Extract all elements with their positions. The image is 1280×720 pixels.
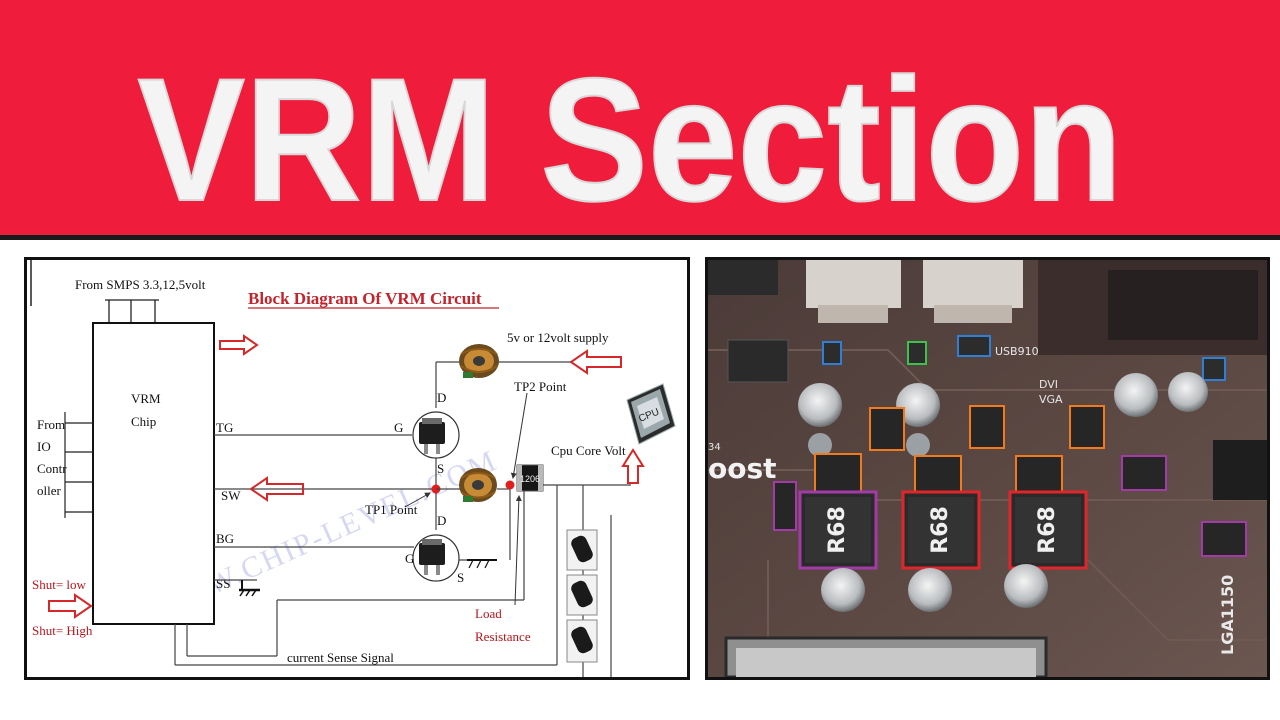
load-label-1: Load [475,606,502,621]
low-side-source-label: S [457,570,464,585]
banner-title: VRM Section [138,43,1123,238]
lower-capacitors [821,564,1048,612]
heatsink-block [1108,270,1258,340]
cpu-core-label: Cpu Core Volt [551,443,626,458]
upper-capacitors [798,372,1208,457]
inductor-label-1: R68 [825,506,850,554]
output-inductor-icon [459,468,497,502]
smps-label: From SMPS 3.3,12,5volt [75,277,206,292]
header-connector-2-base [934,305,1012,323]
low-side-ground-hatch-1 [468,559,474,569]
cpu-arrow-icon [621,448,645,484]
shutdown-arrow-icon [48,593,93,619]
low-side-drain-label: D [437,513,446,528]
output-capacitor-icon [566,529,598,663]
load-label-2: Resistance [475,629,531,644]
header-connector-2 [923,260,1023,308]
vrm-chip-label-2: Chip [131,414,156,429]
driver-highlights [773,455,1247,557]
header-connector-1 [806,260,901,308]
inductor-2: R68 [901,490,981,570]
board-label-34: 34 [708,442,721,453]
inductor-label-3: R68 [1035,506,1060,554]
inductor-label-2: R68 [928,506,953,554]
header-connector-1-base [818,305,888,323]
sense-resistor-icon: 1206 [516,464,544,492]
board-label-boost: oost [708,452,777,485]
shut-low-label: Shut= low [32,577,87,592]
low-side-mosfet-ring [412,534,460,582]
board-label-dvi: DVI [1039,378,1058,391]
banner-title-svg: VRM Section [137,42,1124,239]
high-side-gate-label: G [394,420,403,435]
high-side-mosfet-icon [419,418,445,454]
tp2-dot [505,480,515,490]
load-pointer [514,495,522,606]
supply-arrow-icon [569,349,622,375]
low-side-ground-hatch-3 [484,559,490,569]
ground-hatch-1 [239,589,245,597]
blue-highlight-2 [957,335,991,357]
low-side-ground-hatch-2 [476,559,482,569]
pin-ss-label: SS [216,576,230,591]
tp2-label: TP2 Point [514,379,567,394]
pin-sw-label: SW [221,488,241,503]
vrm-chip [92,322,215,625]
supply-inductor-icon [459,344,499,378]
pin-bg-label: BG [216,531,234,546]
switch-arrow-icon [249,476,304,502]
high-side-source-label: S [437,461,444,476]
io-label-4: oller [37,483,61,498]
title-banner: VRM Section [0,0,1280,240]
io-label-3: Contr [37,461,67,476]
right-connector [1213,440,1267,500]
controller-chip [727,339,789,383]
motherboard-photo-panel: USB910 DVI VGA 34 oost [705,257,1270,680]
board-label-lga: LGA1150 [1218,575,1237,655]
ground-hatch-3 [251,589,257,597]
connector-block [708,260,778,295]
block-diagram-panel: WWW.CHIP-LEVEL.COM Block Diagram Of VRM … [24,257,690,680]
io-label-1: From [37,417,65,432]
block-diagram: WWW.CHIP-LEVEL.COM Block Diagram Of VRM … [30,260,676,677]
board-label-vga: VGA [1039,393,1063,406]
output-arrow-icon [219,334,259,356]
tp1-label: TP1 Point [365,502,418,517]
tp1-pointer [404,492,431,508]
inductor-1: R68 [798,490,878,570]
sense-resistor-label: 1206 [520,474,540,484]
low-side-gate-label: G [405,551,414,566]
tp2-pointer [510,392,528,479]
cpu-icon: CPU [626,383,676,445]
io-label-2: IO [37,439,51,454]
green-highlight [907,341,927,365]
high-side-drain-label: D [437,390,446,405]
motherboard-photo: USB910 DVI VGA 34 oost [708,260,1267,677]
board-label-usb: USB910 [995,345,1039,358]
sense-label: current Sense Signal [287,650,394,665]
supply-label: 5v or 12volt supply [507,330,609,345]
shut-high-label: Shut= High [32,623,93,638]
ground-hatch-2 [245,589,251,597]
blue-highlight-1 [822,341,842,365]
cpu-socket-inner [736,648,1036,677]
blue-highlight-3 [1202,357,1226,381]
pin-tg-label: TG [216,420,233,435]
low-side-mosfet-icon [419,539,445,575]
inductor-3: R68 [1008,490,1088,570]
vrm-chip-label: VRM [131,391,161,406]
mosfet-highlights [814,405,1105,495]
diagram-title: Block Diagram Of VRM Circuit [248,289,482,308]
